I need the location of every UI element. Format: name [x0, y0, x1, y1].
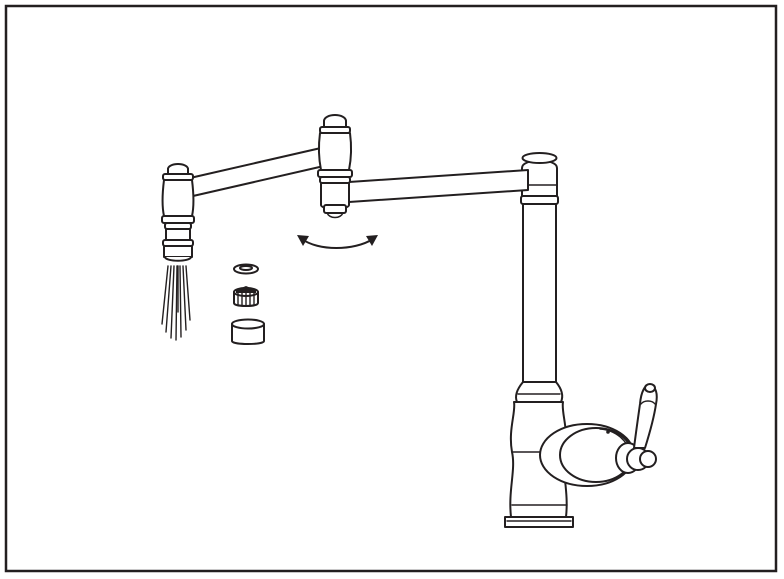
aerator-housing — [231, 318, 265, 345]
rear-swing-arm — [348, 169, 529, 203]
base-column — [504, 152, 574, 528]
side-lever-handle — [539, 383, 658, 487]
aerator-insert — [233, 286, 259, 307]
water-spray — [161, 265, 191, 341]
rotation-arrow — [297, 235, 378, 249]
spout-head — [161, 163, 195, 262]
aerator-washer — [233, 263, 259, 275]
center-swivel-joint — [317, 114, 353, 219]
diagram-frame — [4, 4, 778, 573]
front-swing-arm — [189, 144, 338, 197]
